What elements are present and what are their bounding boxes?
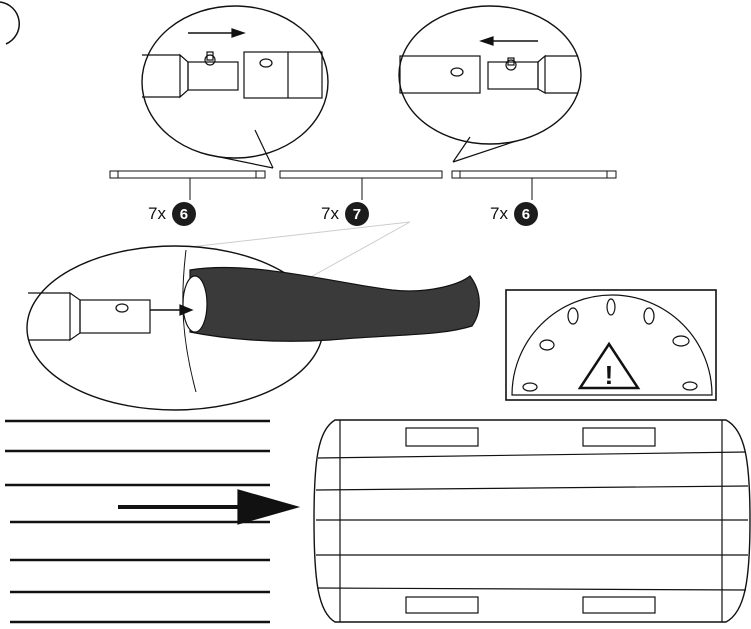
arrow-left-icon bbox=[479, 36, 538, 46]
part-label-3: 7x 6 bbox=[490, 202, 538, 226]
part-badge: 7 bbox=[344, 202, 369, 226]
part-badge: 6 bbox=[513, 202, 538, 226]
zoom-circle-left bbox=[141, 5, 329, 169]
insert-arrow bbox=[118, 489, 301, 525]
step-circle bbox=[0, 1, 20, 45]
pole-stack bbox=[5, 419, 270, 624]
sleeve bbox=[189, 266, 480, 342]
quantity: 7x bbox=[148, 204, 166, 223]
pole-row bbox=[109, 170, 617, 200]
tent-body bbox=[313, 419, 751, 623]
warning-icon bbox=[577, 341, 641, 390]
zoom-circle-right bbox=[398, 5, 582, 163]
part-badge: 6 bbox=[171, 202, 196, 226]
part-label-2: 7x 7 bbox=[321, 202, 369, 226]
arrow-right-icon bbox=[188, 28, 246, 38]
warning-symbol: ! bbox=[605, 360, 614, 390]
quantity: 7x bbox=[321, 204, 339, 223]
sleeve-zoom bbox=[26, 221, 480, 411]
quantity: 7x bbox=[490, 204, 508, 223]
warning-box bbox=[505, 289, 717, 401]
part-label-1: 7x 6 bbox=[148, 202, 196, 226]
